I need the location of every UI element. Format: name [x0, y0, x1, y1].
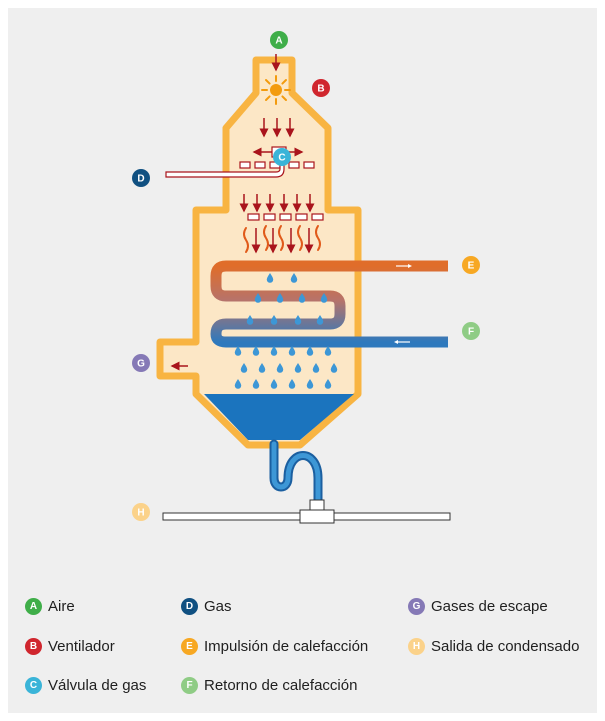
boiler-diagram: A B C D E F G H [132, 31, 480, 524]
mixing-slots [239, 161, 315, 169]
svg-text:G: G [137, 359, 145, 370]
legend-badge-g: G [408, 597, 425, 615]
legend-item-g: G Gases de escape [408, 595, 548, 617]
marker-f: F [462, 322, 480, 340]
legend-badge-b: B [25, 637, 42, 655]
marker-d: D [132, 169, 150, 187]
svg-text:F: F [468, 327, 474, 338]
burner-slots [247, 213, 324, 221]
svg-text:A: A [275, 36, 282, 47]
svg-text:E: E [468, 261, 475, 272]
marker-a: A [270, 31, 288, 49]
svg-text:C: C [278, 153, 285, 164]
legend-label-e: Impulsión de calefacción [204, 637, 369, 655]
condensate-siphon [269, 439, 323, 505]
legend-item-f: F Retorno de calefacción [181, 674, 357, 696]
marker-e: E [462, 256, 480, 274]
flame-arrows [251, 228, 314, 254]
drain-fitting [299, 509, 335, 524]
legend-badge-f: F [181, 676, 198, 694]
svg-text:B: B [317, 84, 324, 95]
legend-badge-h: H [408, 637, 425, 655]
legend-item-h: H Salida de condensado [408, 635, 579, 657]
legend-badge-d: D [181, 597, 198, 615]
legend-label-h: Salida de condensado [431, 637, 580, 655]
legend-item-a: A Aire [25, 595, 75, 617]
legend-badge-c: C [25, 676, 42, 694]
drain-tee [309, 499, 325, 512]
marker-g: G [132, 354, 150, 372]
legend-label-c: Válvula de gas [48, 676, 147, 694]
legend-item-c: C Válvula de gas [25, 674, 146, 696]
svg-text:H: H [137, 508, 144, 519]
legend-label-g: Gases de escape [431, 597, 548, 615]
marker-c: C [273, 148, 291, 166]
legend-label-d: Gas [204, 597, 232, 615]
fan-flow-arrows [259, 118, 295, 138]
legend-label-a: Aire [48, 597, 75, 615]
fan-icon [261, 75, 291, 105]
diagram-panel: A B C D E F G H [8, 8, 597, 713]
legend-item-b: B Ventilador [25, 635, 115, 657]
legend-item-e: E Impulsión de calefacción [181, 635, 368, 657]
heat-exchanger-coil [210, 260, 448, 348]
condensate-pool [204, 394, 354, 440]
burner-flow-arrows [239, 194, 315, 213]
legend-badge-a: A [25, 597, 42, 615]
marker-h: H [132, 503, 150, 521]
marker-b: B [312, 79, 330, 97]
flames [243, 225, 321, 253]
legend-item-d: D Gas [181, 595, 232, 617]
legend-badge-e: E [181, 637, 198, 655]
legend-label-b: Ventilador [48, 637, 115, 655]
legend-label-f: Retorno de calefacción [204, 676, 358, 694]
svg-text:D: D [137, 174, 144, 185]
